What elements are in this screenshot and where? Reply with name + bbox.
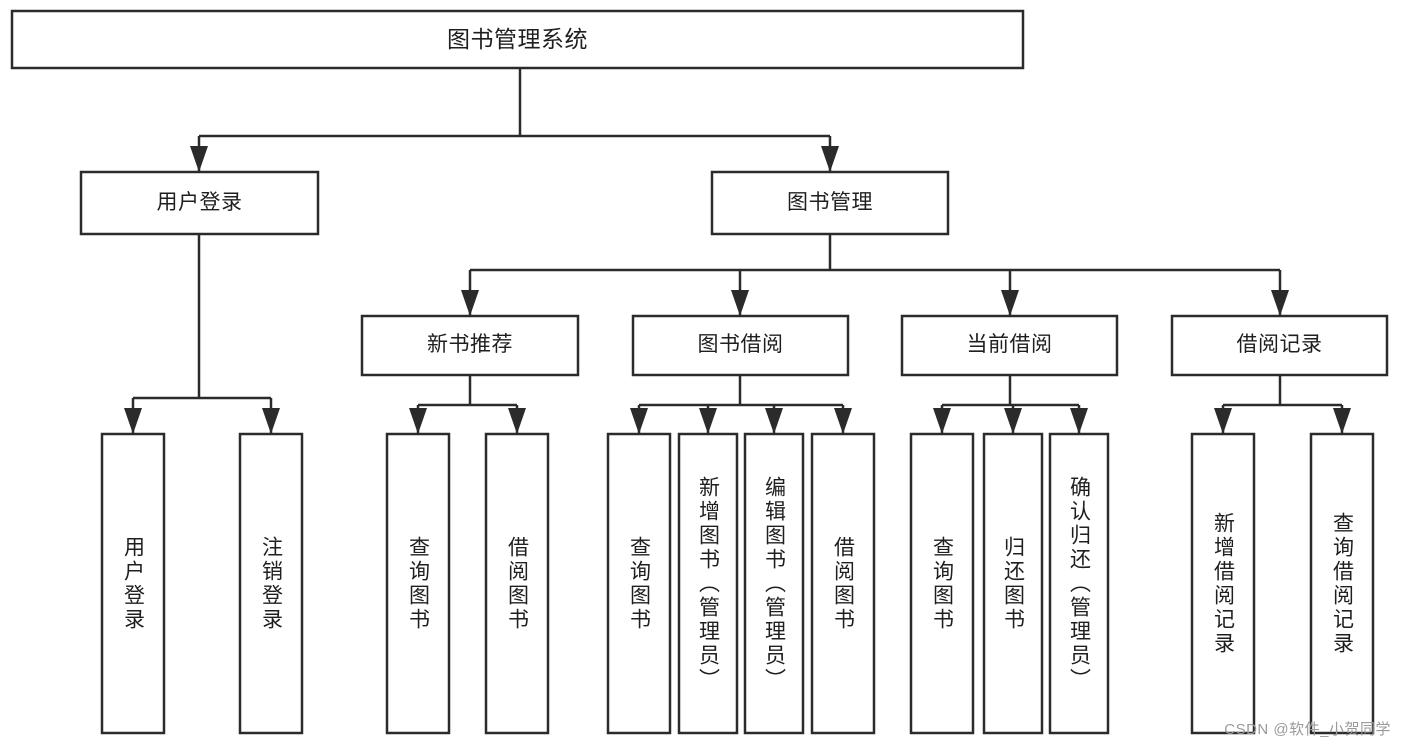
node-leaf-edit-book[interactable] xyxy=(743,432,805,735)
node-leaf-query-book-cb[interactable] xyxy=(909,432,975,735)
arrow-head-icon xyxy=(262,408,280,434)
arrow-head-icon xyxy=(190,146,208,172)
node-leaf-query-book-bb[interactable] xyxy=(606,432,672,735)
arrow-head-icon xyxy=(834,408,852,434)
node-leaf-add-book[interactable] xyxy=(677,432,739,735)
arrow-head-icon xyxy=(1333,408,1351,434)
arrow-head-icon xyxy=(699,408,717,434)
arrow-head-icon xyxy=(765,408,783,434)
node-user-login[interactable] xyxy=(79,170,320,236)
node-current-borrow[interactable] xyxy=(900,314,1119,377)
node-leaf-return-book[interactable] xyxy=(982,432,1044,735)
node-leaf-borrow-book-nb[interactable] xyxy=(484,432,550,735)
node-new-book-recommend[interactable] xyxy=(360,314,580,377)
node-leaf-add-record[interactable] xyxy=(1190,432,1256,735)
node-leaf-confirm-return[interactable] xyxy=(1048,432,1110,735)
node-book-borrow[interactable] xyxy=(631,314,850,377)
arrow-head-icon xyxy=(731,290,749,316)
arrow-head-icon xyxy=(409,408,427,434)
node-root[interactable] xyxy=(10,9,1025,70)
node-book-management[interactable] xyxy=(710,170,950,236)
connector-layer xyxy=(124,68,1351,434)
node-leaf-user-login[interactable] xyxy=(100,432,166,735)
arrow-head-icon xyxy=(1214,408,1232,434)
node-box-layer xyxy=(10,9,1389,735)
node-leaf-query-record[interactable] xyxy=(1309,432,1375,735)
arrow-head-icon xyxy=(933,408,951,434)
arrow-head-icon xyxy=(821,146,839,172)
arrow-head-icon xyxy=(1004,408,1022,434)
arrow-head-icon xyxy=(1271,290,1289,316)
arrow-head-icon xyxy=(508,408,526,434)
arrow-head-icon xyxy=(1001,290,1019,316)
node-leaf-query-book-nb[interactable] xyxy=(385,432,451,735)
arrow-head-icon xyxy=(124,408,142,434)
arrow-head-icon xyxy=(461,290,479,316)
arrow-head-icon xyxy=(1070,408,1088,434)
node-borrow-record[interactable] xyxy=(1170,314,1389,377)
node-leaf-logout-login[interactable] xyxy=(238,432,304,735)
arrow-head-icon xyxy=(630,408,648,434)
node-leaf-borrow-book-bb[interactable] xyxy=(810,432,876,735)
